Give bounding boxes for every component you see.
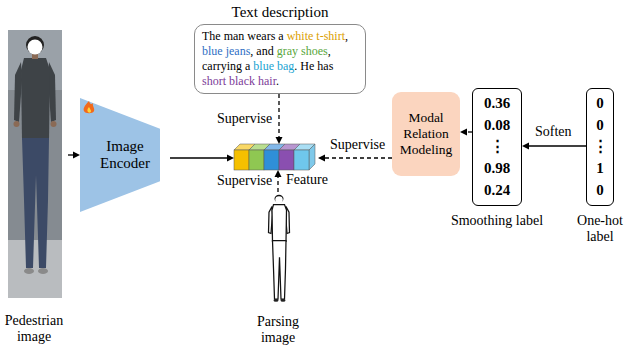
box-heading: Text description xyxy=(195,3,365,21)
edge-label: Supervise xyxy=(216,173,273,189)
connector xyxy=(68,152,80,159)
colored-phrase: gray shoes xyxy=(277,44,328,58)
fire-icon xyxy=(84,101,95,113)
arrowhead xyxy=(73,152,80,159)
box-text: Modal Relation Modeling xyxy=(396,110,456,158)
encoder-text: Image Encoder xyxy=(80,138,170,172)
arrowhead xyxy=(275,170,282,177)
edge-label: Supervise xyxy=(216,111,273,127)
vector-caption: One-hot label xyxy=(565,213,635,245)
box-label: Modal Relation Modeling xyxy=(396,110,456,158)
connector xyxy=(318,155,392,162)
connector xyxy=(276,94,283,144)
vector-value: 0 xyxy=(596,182,604,199)
colored-phrase: blue bag xyxy=(253,59,294,73)
pedestrian-photo xyxy=(8,30,62,298)
one-hot-vector: 00⋮10One-hot label xyxy=(586,88,614,206)
parsing-image: Parsing image xyxy=(250,192,306,346)
image-caption: Pedestrian image xyxy=(0,313,68,345)
vector-caption: Smoothing label xyxy=(451,213,543,229)
vector-value: 0.98 xyxy=(484,160,510,177)
arrowhead xyxy=(276,137,283,144)
fire-core xyxy=(87,107,91,113)
encoder-label: Image Encoder xyxy=(80,138,170,172)
connector xyxy=(170,155,234,162)
vector-value: ⋮ xyxy=(593,138,608,155)
edge-label: Supervise xyxy=(329,137,386,153)
colored-phrase: white t-shirt xyxy=(287,29,345,43)
connector-line xyxy=(324,157,392,158)
image-caption: Parsing image xyxy=(250,314,306,346)
vector-value: 0.36 xyxy=(484,95,510,112)
vector-value: 0.24 xyxy=(484,182,510,199)
connector-line xyxy=(278,94,279,138)
description-text: The man wears a white t-shirt, blue jean… xyxy=(202,29,358,89)
vector-value: 0 xyxy=(596,95,604,112)
arrowhead xyxy=(460,129,467,136)
connector-line xyxy=(277,176,278,192)
connector xyxy=(275,170,282,192)
colored-phrase: short black hair xyxy=(202,74,276,88)
pedestrian-image: Pedestrian image xyxy=(0,30,68,345)
image-encoder: Image Encoder xyxy=(80,98,170,212)
connector-line xyxy=(528,145,586,146)
feature-label: Feature xyxy=(286,172,328,188)
connector-line xyxy=(170,157,228,158)
edge-label: Soften xyxy=(534,124,573,140)
smoothing-label-vector: 0.360.08⋮0.980.24Smoothing label xyxy=(472,88,522,206)
feature-vector: Feature xyxy=(234,144,318,170)
arrowhead xyxy=(522,143,529,150)
vector-value: ⋮ xyxy=(490,138,505,155)
modal-relation-box: Modal Relation Modeling xyxy=(392,92,460,176)
vector-value: 0 xyxy=(596,117,604,134)
text-description-box: Text descriptionThe man wears a white t-… xyxy=(194,24,366,94)
colored-phrase: blue jeans xyxy=(202,44,250,58)
vector-value: 0.08 xyxy=(484,117,510,134)
vector-value: 1 xyxy=(596,160,604,177)
arrowhead xyxy=(227,155,234,162)
connector xyxy=(522,143,586,150)
arrowhead xyxy=(318,155,325,162)
parsing-figure xyxy=(269,195,290,302)
connector xyxy=(460,129,472,136)
feature-cube xyxy=(234,144,315,170)
